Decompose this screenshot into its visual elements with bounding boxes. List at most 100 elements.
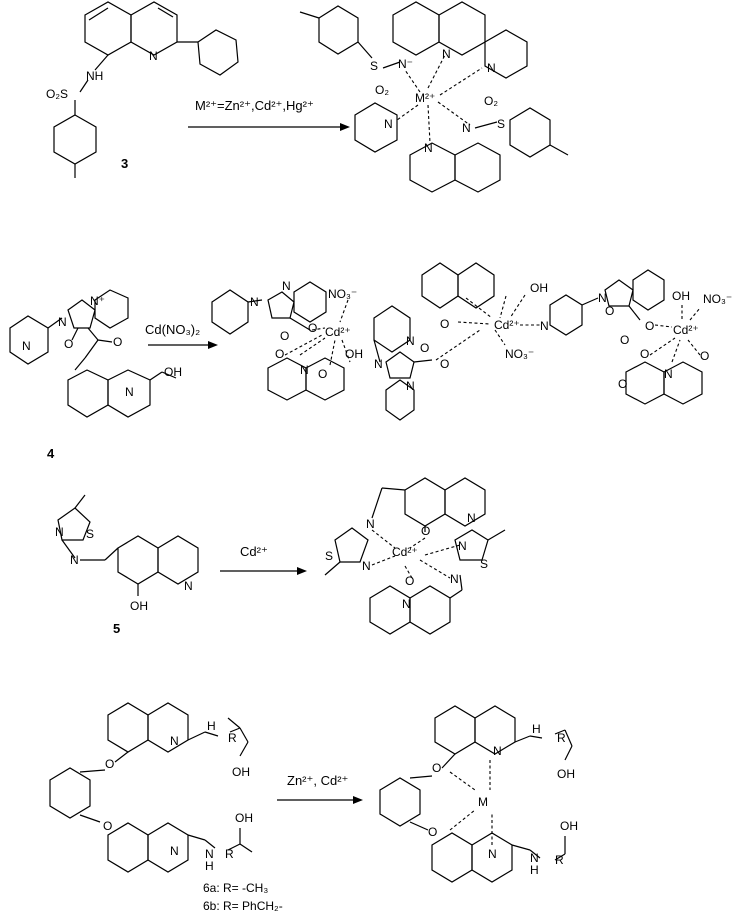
product-label: O: [275, 347, 284, 361]
compound-5-structure: N S N N OH: [55, 494, 199, 613]
product-label: N: [406, 334, 415, 348]
reactant-label: N: [22, 339, 31, 353]
arrow-head-icon: [340, 123, 350, 131]
product-label: N: [493, 744, 502, 758]
product-label: N: [384, 117, 393, 131]
metal-center: Cd²⁺: [392, 545, 418, 559]
scheme-1: N NH O₂S 3 M²⁺=Zn²⁺,Cd²⁺,Hg²⁺: [46, 1, 569, 193]
product-label: H: [532, 722, 541, 736]
product-label: R: [555, 853, 564, 867]
arrow-head-icon: [208, 341, 218, 349]
product-label: N: [300, 363, 309, 377]
reactant-label: S: [86, 527, 94, 541]
product-label: N: [458, 539, 467, 553]
reactant-label: R: [228, 731, 237, 745]
product-label: S: [325, 549, 333, 563]
product-label: N: [250, 295, 259, 309]
compound-4-structure: N N N⁺ O O N OH: [9, 289, 182, 418]
reactant-label: O: [105, 757, 114, 771]
scheme-4: N H R O OH N OH O N H R Zn²⁺, Cd²⁺: [49, 702, 578, 913]
product-label: O: [620, 333, 629, 347]
product-label: N: [598, 291, 607, 305]
reaction-condition: M²⁺=Zn²⁺,Cd²⁺,Hg²⁺: [195, 98, 314, 113]
product-label: N: [467, 511, 476, 525]
product-label: NO₃⁻: [505, 347, 534, 361]
reactant-label: NH: [86, 69, 103, 83]
product-label: O: [432, 761, 441, 775]
compound-6-structure: N H R O OH N OH O N H R: [49, 702, 253, 873]
product-label: O: [440, 357, 449, 371]
reactant-label: N: [149, 49, 158, 63]
product-label: O: [640, 347, 649, 361]
product-label: OH: [530, 281, 548, 295]
product-label: O: [420, 341, 429, 355]
reaction-condition: Zn²⁺, Cd²⁺: [287, 773, 348, 788]
product-label: N: [530, 851, 539, 865]
reactant-label: OH: [130, 599, 148, 613]
reactant-label: N: [205, 847, 214, 861]
reactant-label: O: [64, 337, 73, 351]
product-label: N: [374, 357, 383, 371]
scheme-3: N S N N OH 5 Cd²⁺: [55, 477, 506, 636]
product-label: O: [318, 367, 327, 381]
reactant-label: N: [58, 315, 67, 329]
reactant-label: N⁺: [90, 294, 105, 308]
product-label: O: [405, 574, 414, 588]
reaction-condition: Cd(NO₃)₂: [145, 322, 200, 337]
reaction-condition: Cd²⁺: [240, 544, 268, 559]
reactant-label: H: [207, 719, 216, 733]
product-label: H: [530, 863, 539, 877]
product-3-complex: N⁻ N N S O₂ M²⁺ N N N S O₂: [299, 1, 569, 193]
product-label: OH: [560, 819, 578, 833]
arrow-head-icon: [353, 796, 363, 804]
product-label: N: [402, 597, 411, 611]
product-label: OH: [557, 767, 575, 781]
product-label: N: [406, 379, 415, 393]
product-label: S: [497, 117, 505, 131]
product-label: N: [424, 141, 433, 155]
reactant-label: N: [70, 553, 79, 567]
product-label: OH: [345, 347, 363, 361]
reactant-label: OH: [232, 765, 250, 779]
reactant-label: N: [55, 525, 64, 539]
metal-center: M: [478, 795, 488, 809]
product-4-polymer: N N O O Cd²⁺ NO₃⁻ OH O N O N N O N O O O…: [211, 262, 732, 421]
reactant-label: N: [125, 385, 134, 399]
reactant-label: O₂S: [46, 87, 68, 101]
product-label: NO₃⁻: [703, 292, 732, 306]
reactant-label: O: [103, 819, 112, 833]
reactant-label: OH: [164, 365, 182, 379]
compound-number: 4: [47, 446, 55, 461]
product-label: O: [700, 349, 709, 363]
product-label: N: [366, 517, 375, 531]
product-label: O: [428, 825, 437, 839]
reactant-label: H: [205, 859, 214, 873]
compound-number: 5: [113, 621, 120, 636]
product-label: N: [282, 279, 291, 293]
product-label: NO₃⁻: [328, 287, 357, 301]
reactant-label: R: [225, 847, 234, 861]
product-label: OH: [672, 289, 690, 303]
metal-center: M²⁺: [415, 91, 435, 105]
product-label: O: [308, 321, 317, 335]
product-label: O: [440, 317, 449, 331]
product-label: N: [487, 61, 496, 75]
reactant-label: N: [184, 579, 193, 593]
product-label: N: [450, 572, 459, 586]
product-label: S: [480, 557, 488, 571]
legend-6a: 6a: R= -CH₃: [203, 881, 268, 895]
product-label: N: [462, 121, 471, 135]
scheme-2: N N N⁺ O O N OH 4 Cd(NO₃)₂: [9, 262, 732, 461]
product-label: N⁻: [398, 57, 413, 71]
compound-3-structure: N NH O₂S: [46, 1, 239, 178]
product-label: O: [605, 304, 614, 318]
product-label: S: [370, 59, 378, 73]
product-label: O: [421, 524, 430, 538]
product-label: N: [362, 559, 371, 573]
legend-6b: 6b: R= PhCH₂-: [203, 899, 283, 913]
product-label: O₂: [484, 94, 498, 108]
product-label: O₂: [375, 83, 389, 97]
product-label: O: [645, 319, 654, 333]
metal-center: Cd²⁺: [673, 323, 699, 337]
